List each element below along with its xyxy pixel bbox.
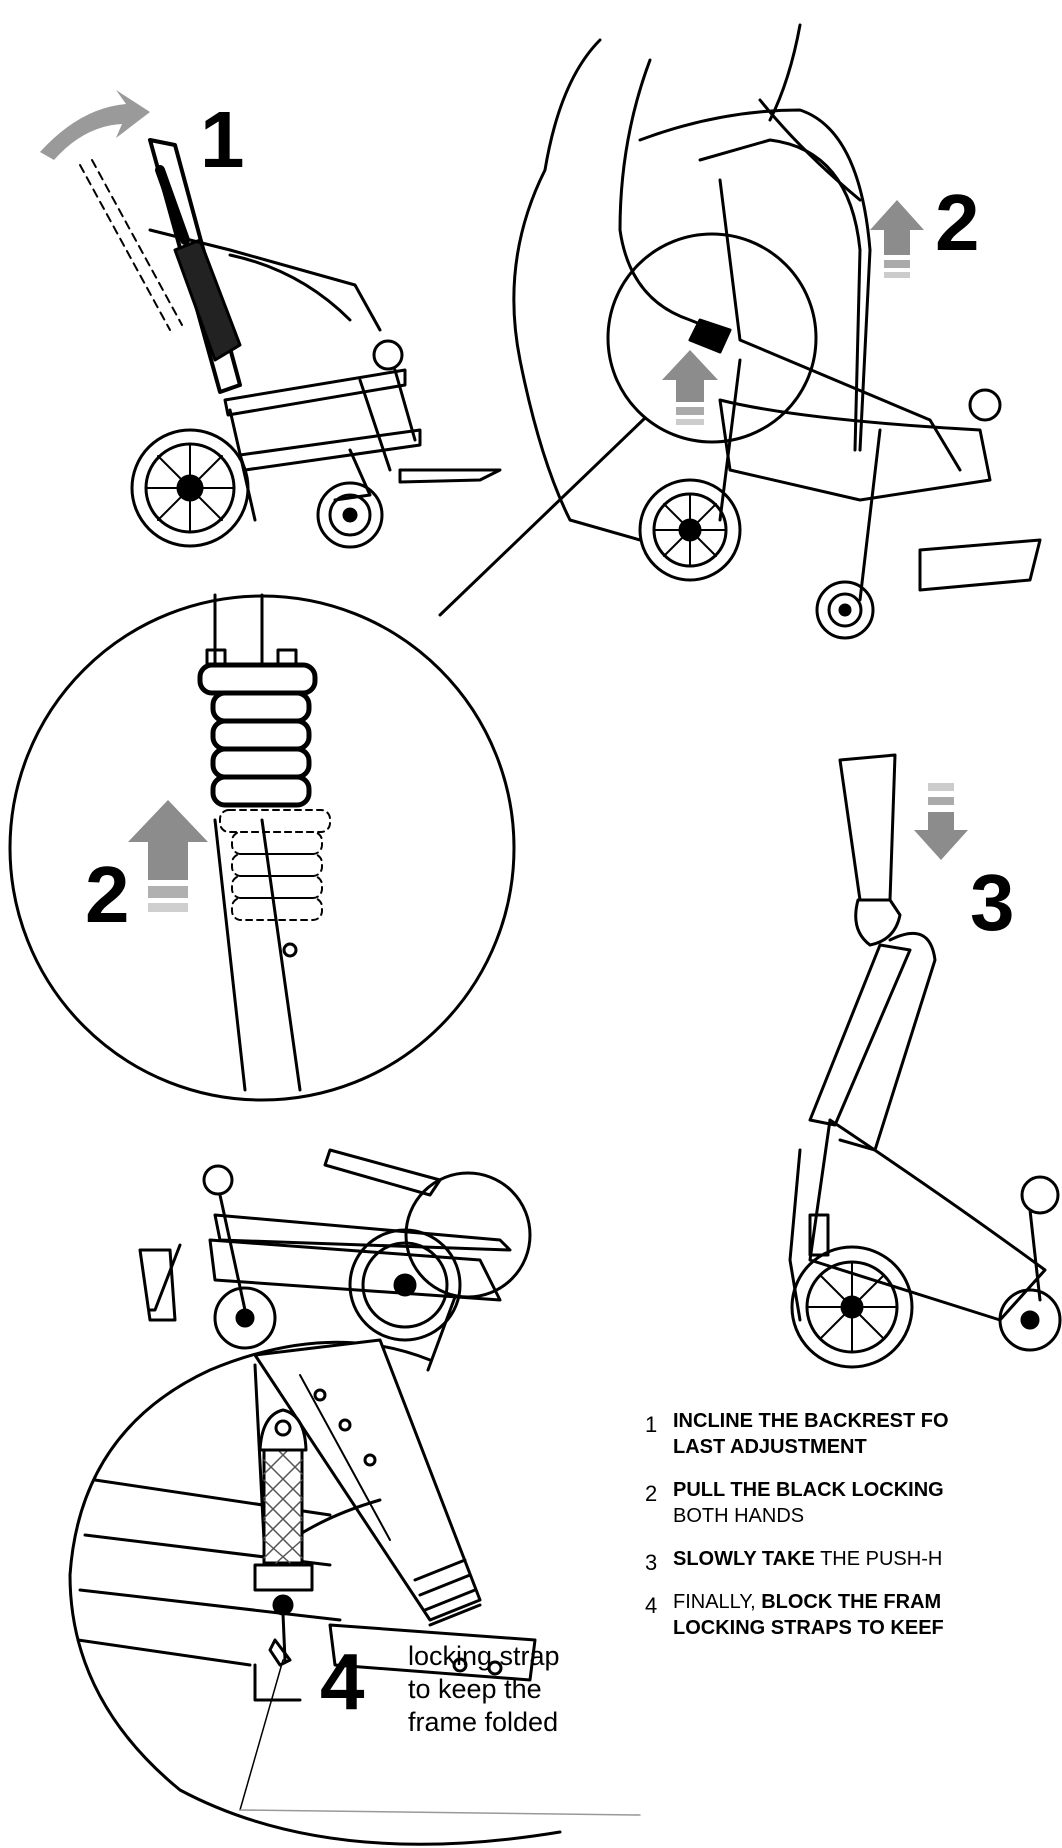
instruction-list: 1 INCLINE THE BACKREST FO LAST ADJUSTMEN… [645,1408,1062,1658]
locking-strap-note: locking strap to keep the frame folded [408,1640,608,1739]
instruction-text: BLOCK THE FRAM [761,1591,942,1613]
instruction-number: 2 [645,1481,658,1506]
step2-up-arrow-icon [870,200,924,255]
step2-lever-arrow-icon [662,350,718,402]
instruction-item-4: 4 FINALLY, BLOCK THE FRAM LOCKING STRAPS… [645,1589,1062,1641]
locking-ring-detail [8,593,516,1102]
step2-zoom-marker [606,232,818,444]
instruction-number: 1 [645,1412,658,1437]
strap-note-line-3: frame folded [408,1707,559,1737]
step-number-4: 4 [320,1637,365,1726]
step-number-2-zoom: 2 [85,850,130,939]
step-number-3: 3 [970,858,1015,947]
instruction-item-2: 2 PULL THE BLACK LOCKING BOTH HANDS [645,1477,1062,1529]
instruction-text: SLOWLY TAKE [673,1548,815,1570]
strap-note-line-2: to keep the [408,1674,542,1704]
instruction-text: LOCKING STRAPS TO KEEF [673,1617,944,1639]
instruction-text: LAST ADJUSTMENT [673,1436,867,1458]
step3-folding-illustration [788,753,1062,1369]
instruction-item-3: 3 SLOWLY TAKE THE PUSH-H [645,1546,1062,1575]
zoom-up-arrow-icon [128,800,208,880]
step-number-1: 1 [200,95,245,184]
instruction-text: THE PUSH-H [814,1548,943,1570]
step-number-2: 2 [935,178,980,267]
instruction-text: INCLINE THE BACKREST FO [673,1410,949,1432]
step1-rotate-arrow-icon [40,90,150,160]
instruction-text: FINALLY, [673,1591,762,1613]
instruction-text: BOTH HANDS [673,1505,805,1527]
instruction-item-1: 1 INCLINE THE BACKREST FO LAST ADJUSTMEN… [645,1408,1062,1460]
strap-note-line-1: locking strap [408,1641,560,1671]
step3-down-arrow-icon [914,812,968,860]
instruction-number: 4 [645,1593,658,1618]
step4-zoom-marker [404,1171,532,1299]
instruction-text: PULL THE BLACK LOCKING [673,1479,944,1501]
locking-strap-detail [68,1338,641,1846]
instruction-number: 3 [645,1550,658,1575]
step4-folded-frame-illustration [138,1148,532,1372]
step1-stroller-illustration [40,90,502,549]
step2-user-illustration [438,23,1042,640]
